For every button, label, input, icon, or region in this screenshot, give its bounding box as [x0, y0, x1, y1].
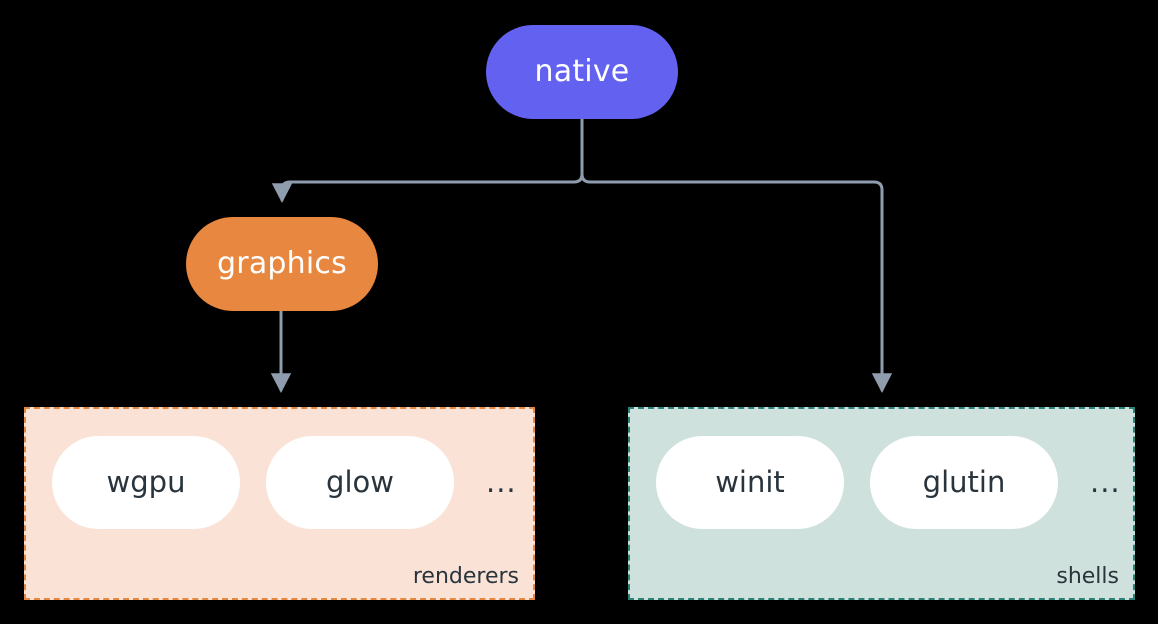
node-native[interactable]: native — [486, 25, 678, 119]
group-shells-label: shells — [1056, 563, 1119, 589]
pill-glow-label: glow — [326, 465, 394, 499]
group-renderers-label: renderers — [412, 563, 519, 589]
shells-ellipsis: ... — [1090, 465, 1121, 499]
pill-wgpu[interactable]: wgpu — [52, 436, 240, 529]
group-shells: winit glutin ... shells — [628, 407, 1135, 600]
pill-glutin-label: glutin — [922, 465, 1006, 499]
shells-pill-row: winit glutin ... — [630, 436, 1133, 529]
group-renderers: wgpu glow ... renderers — [24, 407, 535, 600]
renderers-ellipsis: ... — [486, 465, 517, 499]
pill-glutin[interactable]: glutin — [870, 436, 1058, 529]
node-graphics-label: graphics — [217, 246, 347, 281]
pill-winit[interactable]: winit — [656, 436, 844, 529]
node-native-label: native — [534, 54, 630, 89]
edge-native-to-graphics — [271, 117, 584, 204]
edge-native-to-shells — [580, 117, 893, 394]
pill-glow[interactable]: glow — [266, 436, 454, 529]
pill-winit-label: winit — [715, 465, 785, 499]
renderers-pill-row: wgpu glow ... — [26, 436, 533, 529]
node-graphics[interactable]: graphics — [186, 217, 378, 311]
pill-wgpu-label: wgpu — [106, 465, 186, 499]
